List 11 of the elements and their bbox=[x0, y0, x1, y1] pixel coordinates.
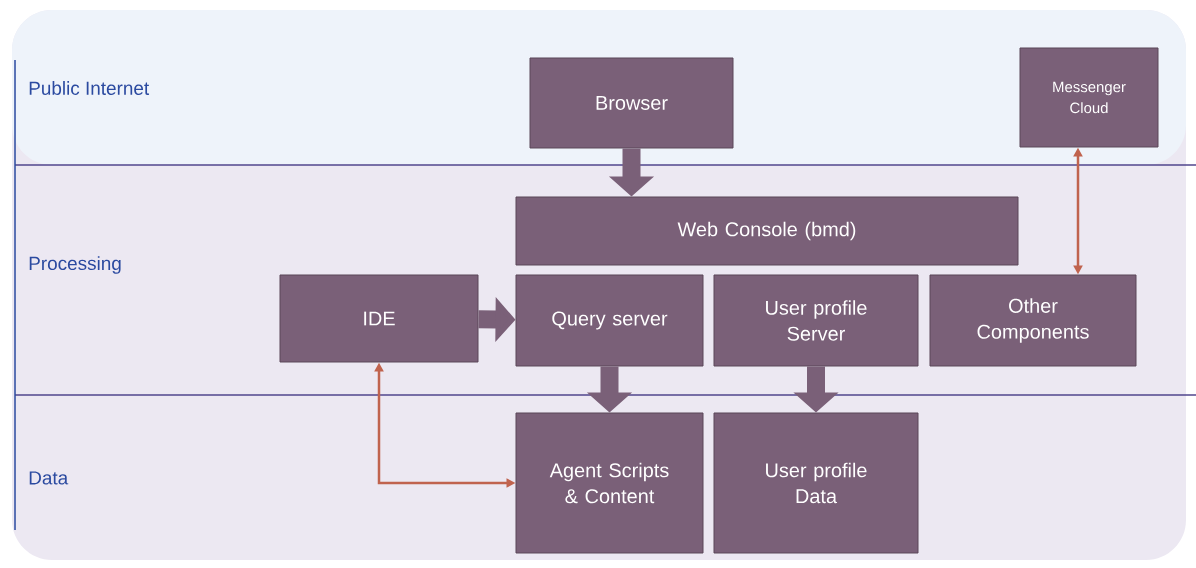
component-box: Messenger Cloud bbox=[1019, 47, 1159, 148]
component-box: Browser bbox=[529, 57, 734, 149]
lane-label: Public Internet bbox=[29, 81, 150, 95]
component-box: Query server bbox=[515, 274, 704, 367]
component-box: IDE bbox=[279, 274, 479, 363]
lane-label: Processing bbox=[29, 256, 121, 274]
lane-label: Data bbox=[29, 471, 69, 485]
component-box: User profile Server bbox=[713, 274, 919, 367]
component-box: Other Components bbox=[929, 274, 1137, 367]
component-box: User profile Data bbox=[713, 412, 919, 554]
component-box: Agent Scripts & Content bbox=[515, 412, 704, 554]
